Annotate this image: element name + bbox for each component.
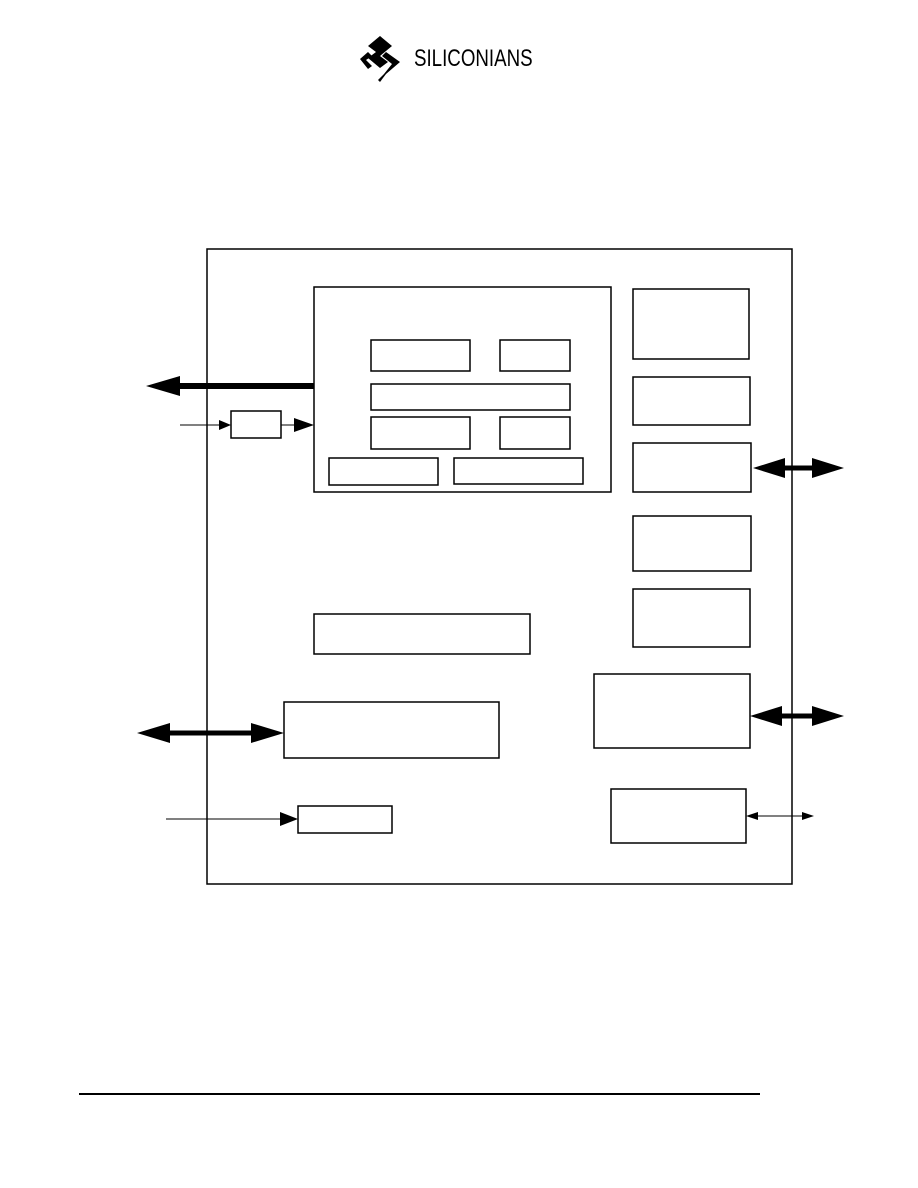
center-block: [313, 613, 531, 655]
input-arrowhead-lower: [280, 812, 298, 826]
chip-outline: [206, 248, 793, 885]
small-buffer-block: [230, 410, 282, 439]
right-bidir-right-head-middle: [812, 706, 844, 726]
input-arrowhead-buffer: [219, 420, 231, 430]
right-bidir-right-head-upper: [812, 458, 844, 478]
footer-divider: [79, 1093, 760, 1095]
right-bidir-left-head-upper: [753, 458, 785, 478]
right-block-5: [632, 588, 751, 648]
brand-logo: SILICONIANS: [358, 34, 568, 84]
core-sub-block-6: [328, 457, 439, 486]
core-block: [313, 286, 612, 493]
small-input-block: [297, 805, 393, 834]
core-sub-block-5: [499, 416, 571, 450]
right-block-7: [610, 788, 747, 844]
right-block-4: [632, 515, 752, 572]
thin-bidir-right-head: [802, 812, 814, 820]
core-sub-block-7: [453, 457, 584, 485]
right-block-6: [593, 673, 751, 749]
right-block-2: [632, 376, 751, 426]
buffer-to-core-arrowhead: [294, 418, 314, 432]
output-bus-arrowhead: [146, 376, 180, 396]
lower-left-block: [283, 701, 500, 759]
core-sub-block-3: [370, 383, 571, 411]
siliconians-logo-icon: [360, 36, 400, 82]
thin-bidir-left-head: [746, 812, 758, 820]
core-sub-block-2: [499, 339, 571, 372]
core-sub-block-1: [370, 339, 471, 372]
right-block-3: [632, 442, 752, 493]
right-block-1: [632, 288, 750, 360]
left-bidir-right-head: [251, 723, 284, 743]
left-bidir-left-head: [137, 723, 170, 743]
brand-name: SILICONIANS: [414, 45, 533, 72]
right-bidir-left-head-middle: [750, 706, 782, 726]
core-sub-block-4: [370, 416, 471, 450]
